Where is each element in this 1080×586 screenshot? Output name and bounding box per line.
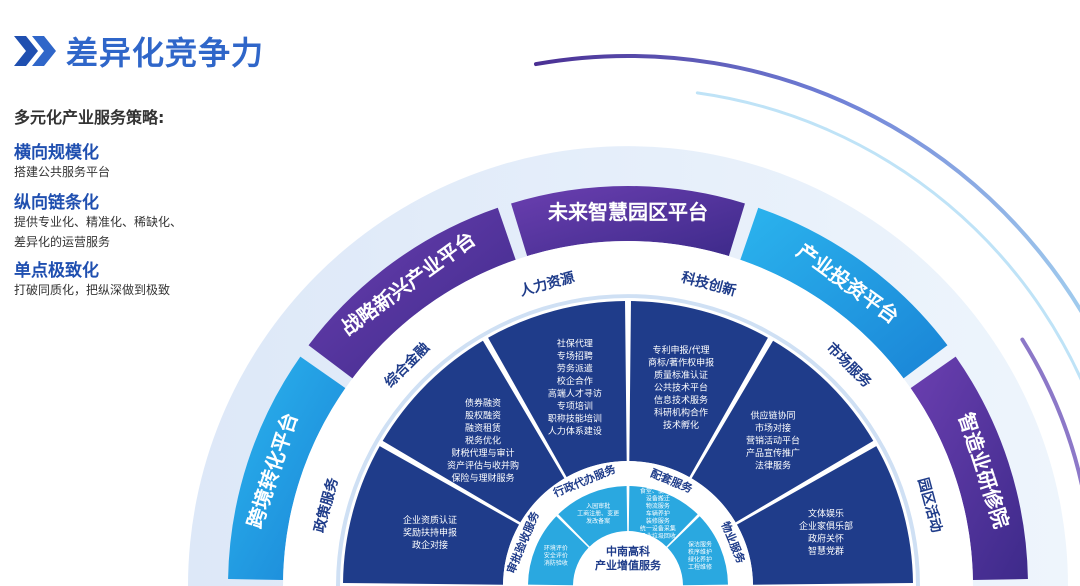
mid-sector-item: 融资租赁 [465, 422, 501, 434]
mid-sector-item: 市场对接 [755, 422, 791, 434]
inner-sector-item: 物流服务 [646, 502, 670, 510]
inner-sector-item: 装修服务 [646, 517, 670, 525]
decorative-third-arc [1020, 337, 1080, 486]
mid-sector [629, 301, 768, 478]
inner-sector [628, 486, 698, 547]
mid-sector-item: 供应链协同 [750, 410, 795, 422]
strategy-desc-single-point-1: 打破同质化，把纵深做到极致 [14, 283, 171, 297]
mid-sector-item: 文体娱乐 [808, 508, 844, 520]
mid-sector-item: 公共技术平台 [654, 381, 708, 393]
mid-sector-item: 质量标准认证 [654, 369, 708, 381]
mid-sector-item: 职称技能培训 [548, 413, 602, 425]
page-title: 差异化竞争力 [66, 34, 265, 72]
mid-sector-item: 政府关怀 [808, 533, 844, 545]
decorative-outer-arc [533, 54, 1080, 314]
mid-sector-item: 保险与理财服务 [452, 472, 515, 484]
mid-sector-item: 奖励扶持申报 [403, 526, 457, 538]
mid-sector-item: 技术孵化 [663, 419, 699, 431]
inner-label-band [503, 461, 753, 586]
center-title: 中南高科 [606, 544, 650, 558]
mid-sector-item: 专利申报/代理 [653, 344, 710, 356]
inner-sector-item: 工业垃圾回收 [640, 532, 676, 540]
strategy-desc-horizontal-1: 搭建公共服务平台 [14, 165, 111, 179]
inner-sector-item: 发改备案 [586, 517, 610, 525]
mid-sector-item: 科研机构合作 [654, 406, 708, 418]
mid-sector-item: 信息技术服务 [654, 394, 708, 406]
mid-label-band [293, 251, 963, 586]
mid-sector-item: 资产评估与收并购 [447, 460, 519, 472]
mid-sector [488, 301, 627, 478]
double-chevron-right-icon [14, 36, 56, 66]
inner-sector [667, 516, 728, 586]
center-core [575, 533, 681, 586]
platform-label: 未来智慧园区平台 [548, 200, 708, 224]
mid-sector-item: 产品宣传推广 [746, 447, 800, 459]
mid-sector-item: 企业资质认证 [403, 514, 457, 526]
mid-sector [736, 446, 913, 585]
platform-segment [308, 207, 516, 379]
mid-sector-item: 债券融资 [465, 397, 501, 409]
mid-sector-item: 政企对接 [412, 539, 448, 551]
inner-sector-item: 保洁服务 [688, 540, 712, 548]
decorative-second-arc [695, 91, 1080, 381]
inner-sector [558, 486, 628, 547]
inner-sector-item: 工商注册、变更 [577, 509, 619, 517]
platform-segment [740, 207, 948, 379]
inner-sector-item: 工程维修 [688, 563, 712, 571]
mid-sector-item: 企业家俱乐部 [799, 520, 853, 532]
mid-sector [691, 340, 874, 523]
strategy-desc-vertical-1: 提供专业化、精准化、稀缺化、 [14, 215, 183, 229]
center-subtitle: 产业增值服务 [595, 558, 662, 572]
mid-sector-item: 高端人才寻访 [548, 388, 602, 400]
mid-sector-item: 税务优化 [465, 435, 501, 447]
mid-sector-item: 专项培训 [557, 400, 593, 412]
inner-sector-item: 统一设备采集 [640, 524, 676, 532]
inner-sector-item: 入园审批 [586, 502, 610, 510]
inner-sector [528, 516, 589, 586]
strategy-desc-vertical-2: 差异化的运营服务 [14, 235, 111, 249]
mid-sector-item: 股权融资 [465, 410, 501, 422]
mid-sector-item: 财税代理与审计 [452, 447, 515, 459]
strategy-title-single-point: 单点极致化 [14, 261, 99, 281]
mid-sector-item: 校企合作 [557, 375, 593, 387]
mid-sector-item: 社保代理 [557, 338, 593, 350]
mid-sector-item: 智慧党群 [808, 545, 844, 557]
mid-sector-item: 法律服务 [755, 460, 791, 472]
inner-sector-item: 车辆养护 [646, 509, 670, 517]
inner-sector-item: 绿化养护 [688, 555, 712, 563]
platform-segment [511, 186, 745, 257]
inner-sector-item: 秩序维护 [688, 548, 712, 556]
strategy-title-vertical: 纵向链条化 [14, 193, 99, 213]
mid-sector-item: 专场招聘 [557, 350, 593, 362]
mid-sector-item: 劳务派遣 [557, 363, 593, 375]
strategy-title-horizontal: 横向规模化 [14, 143, 99, 163]
platform-segment [910, 356, 1028, 580]
inner-sector-item: 食堂、便利店 [640, 487, 676, 495]
inner-sector-item: 设备搬迁 [646, 494, 670, 502]
mid-sector-item: 营销活动平台 [746, 435, 800, 447]
strategy-heading: 多元化产业服务策略: [14, 108, 165, 127]
mid-sector [343, 446, 520, 585]
header: 差异化竞争力 [14, 28, 264, 74]
mid-sector-item: 人力体系建设 [548, 425, 602, 437]
inner-sector-item: 环境评价 [544, 544, 568, 552]
mid-sector [382, 340, 565, 523]
inner-sector-item: 安全评价 [544, 552, 568, 560]
platform-segment [228, 356, 346, 580]
mid-sector-item: 商标/著作权申报 [648, 356, 714, 368]
inner-sector-item: 消防验收 [544, 559, 568, 567]
